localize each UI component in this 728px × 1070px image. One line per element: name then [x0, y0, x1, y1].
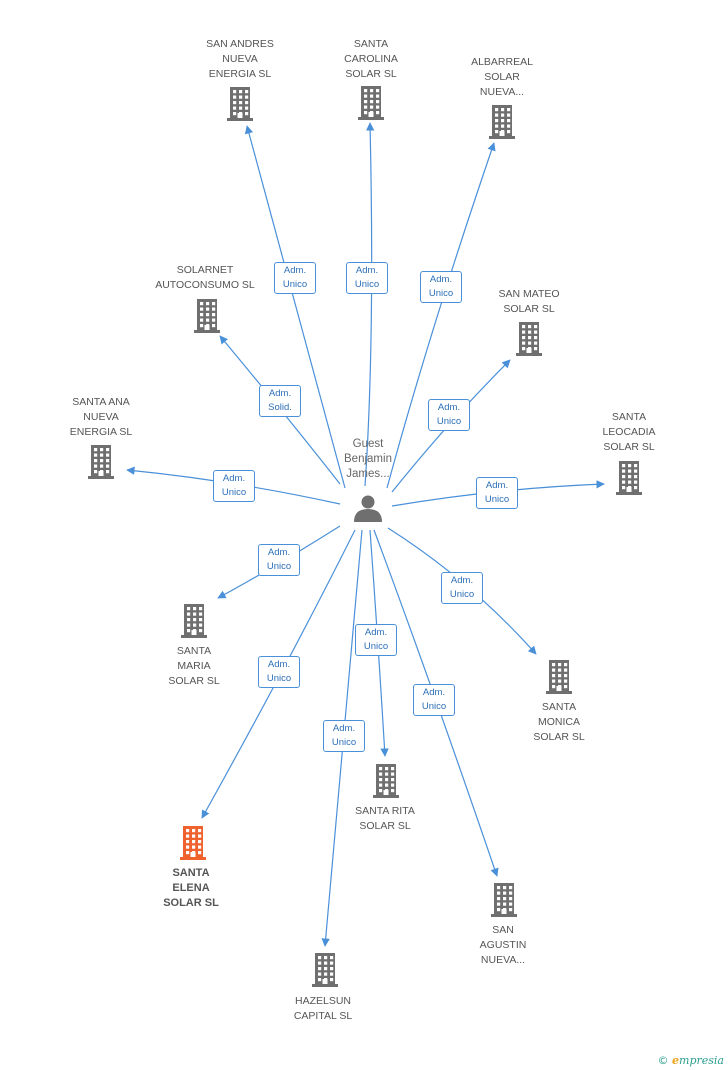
- node-label-san-mateo[interactable]: SAN MATEO SOLAR SL: [498, 288, 560, 315]
- edge-san-andres: [244, 125, 346, 489]
- edge-label-san-mateo[interactable]: Adm. Unico: [428, 399, 470, 431]
- building-icon[interactable]: [227, 87, 253, 121]
- node-label-santa-rita[interactable]: SANTA RITA SOLAR SL: [355, 805, 415, 832]
- edge-label-santa-carolina[interactable]: Adm. Unico: [346, 262, 388, 294]
- building-icon[interactable]: [516, 322, 542, 356]
- edge-santa-carolina: [364, 122, 375, 487]
- building-icon[interactable]: [312, 953, 338, 987]
- building-icon[interactable]: [616, 461, 642, 495]
- edge-label-san-andres[interactable]: Adm. Unico: [274, 262, 316, 294]
- center-person-label[interactable]: Guest Benjamin James...: [344, 438, 392, 480]
- edge-label-santa-monica[interactable]: Adm. Unico: [441, 572, 483, 604]
- edge-label-san-agustin[interactable]: Adm. Unico: [413, 684, 455, 716]
- node-label-san-agustin[interactable]: SAN AGUSTIN NUEVA...: [479, 924, 527, 966]
- node-label-san-andres[interactable]: SAN ANDRES NUEVA ENERGIA SL: [206, 38, 274, 80]
- node-label-santa-leocadia[interactable]: SANTA LEOCADIA SOLAR SL: [602, 411, 656, 453]
- node-label-albarreal[interactable]: ALBARREAL SOLAR NUEVA...: [471, 56, 533, 98]
- building-icon[interactable]: [491, 883, 517, 917]
- building-icon[interactable]: [194, 299, 220, 333]
- edge-albarreal: [386, 142, 496, 489]
- edge-label-santa-maria[interactable]: Adm. Unico: [258, 544, 300, 576]
- edge-label-solarnet[interactable]: Adm. Solid.: [259, 385, 301, 417]
- node-label-hazelsun[interactable]: HAZELSUN CAPITAL SL: [293, 995, 353, 1022]
- edge-label-albarreal[interactable]: Adm. Unico: [420, 271, 462, 303]
- building-icon[interactable]: [373, 764, 399, 798]
- copyright-symbol: ©: [657, 1054, 669, 1067]
- footer-brand: © empresia: [658, 1054, 724, 1067]
- node-label-santa-carolina[interactable]: SANTA CAROLINA SOLAR SL: [344, 38, 398, 80]
- edge-label-santa-leocadia[interactable]: Adm. Unico: [476, 477, 518, 509]
- building-icon[interactable]: [180, 826, 206, 860]
- building-icon[interactable]: [88, 445, 114, 479]
- node-label-santa-monica[interactable]: SANTA MONICA SOLAR SL: [533, 701, 585, 743]
- node-label-santa-elena[interactable]: SANTA ELENA SOLAR SL: [163, 867, 219, 909]
- brand-initial: e: [672, 1054, 680, 1067]
- node-label-solarnet[interactable]: SOLARNET AUTOCONSUMO SL: [155, 264, 255, 291]
- node-label-santa-ana[interactable]: SANTA ANA NUEVA ENERGIA SL: [69, 396, 133, 438]
- person-icon[interactable]: [354, 495, 382, 523]
- building-icon[interactable]: [489, 105, 515, 139]
- icons-layer: [88, 86, 642, 987]
- brand-name: mpresia: [679, 1054, 724, 1067]
- edge-label-santa-rita[interactable]: Adm. Unico: [355, 624, 397, 656]
- building-icon[interactable]: [181, 604, 207, 638]
- node-label-santa-maria[interactable]: SANTA MARIA SOLAR SL: [168, 645, 220, 687]
- edge-label-santa-ana[interactable]: Adm. Unico: [213, 470, 255, 502]
- edge-label-hazelsun[interactable]: Adm. Unico: [323, 720, 365, 752]
- building-icon[interactable]: [546, 660, 572, 694]
- edge-label-santa-elena[interactable]: Adm. Unico: [258, 656, 300, 688]
- building-icon[interactable]: [358, 86, 384, 120]
